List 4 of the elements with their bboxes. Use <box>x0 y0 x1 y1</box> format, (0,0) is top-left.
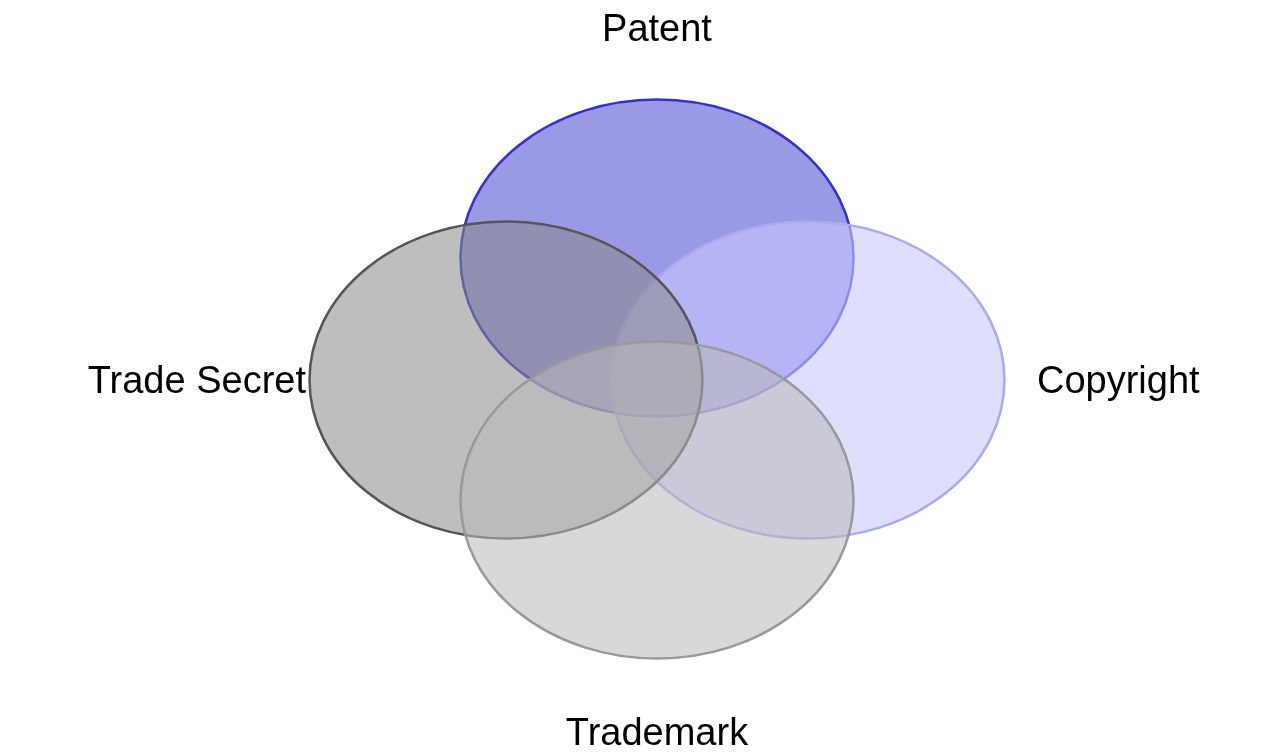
set-label: Trademark <box>564 712 750 752</box>
set-label: Copyright <box>1037 360 1201 400</box>
set-label: Patent <box>601 8 713 48</box>
set-label: Trade Secret <box>86 360 306 400</box>
